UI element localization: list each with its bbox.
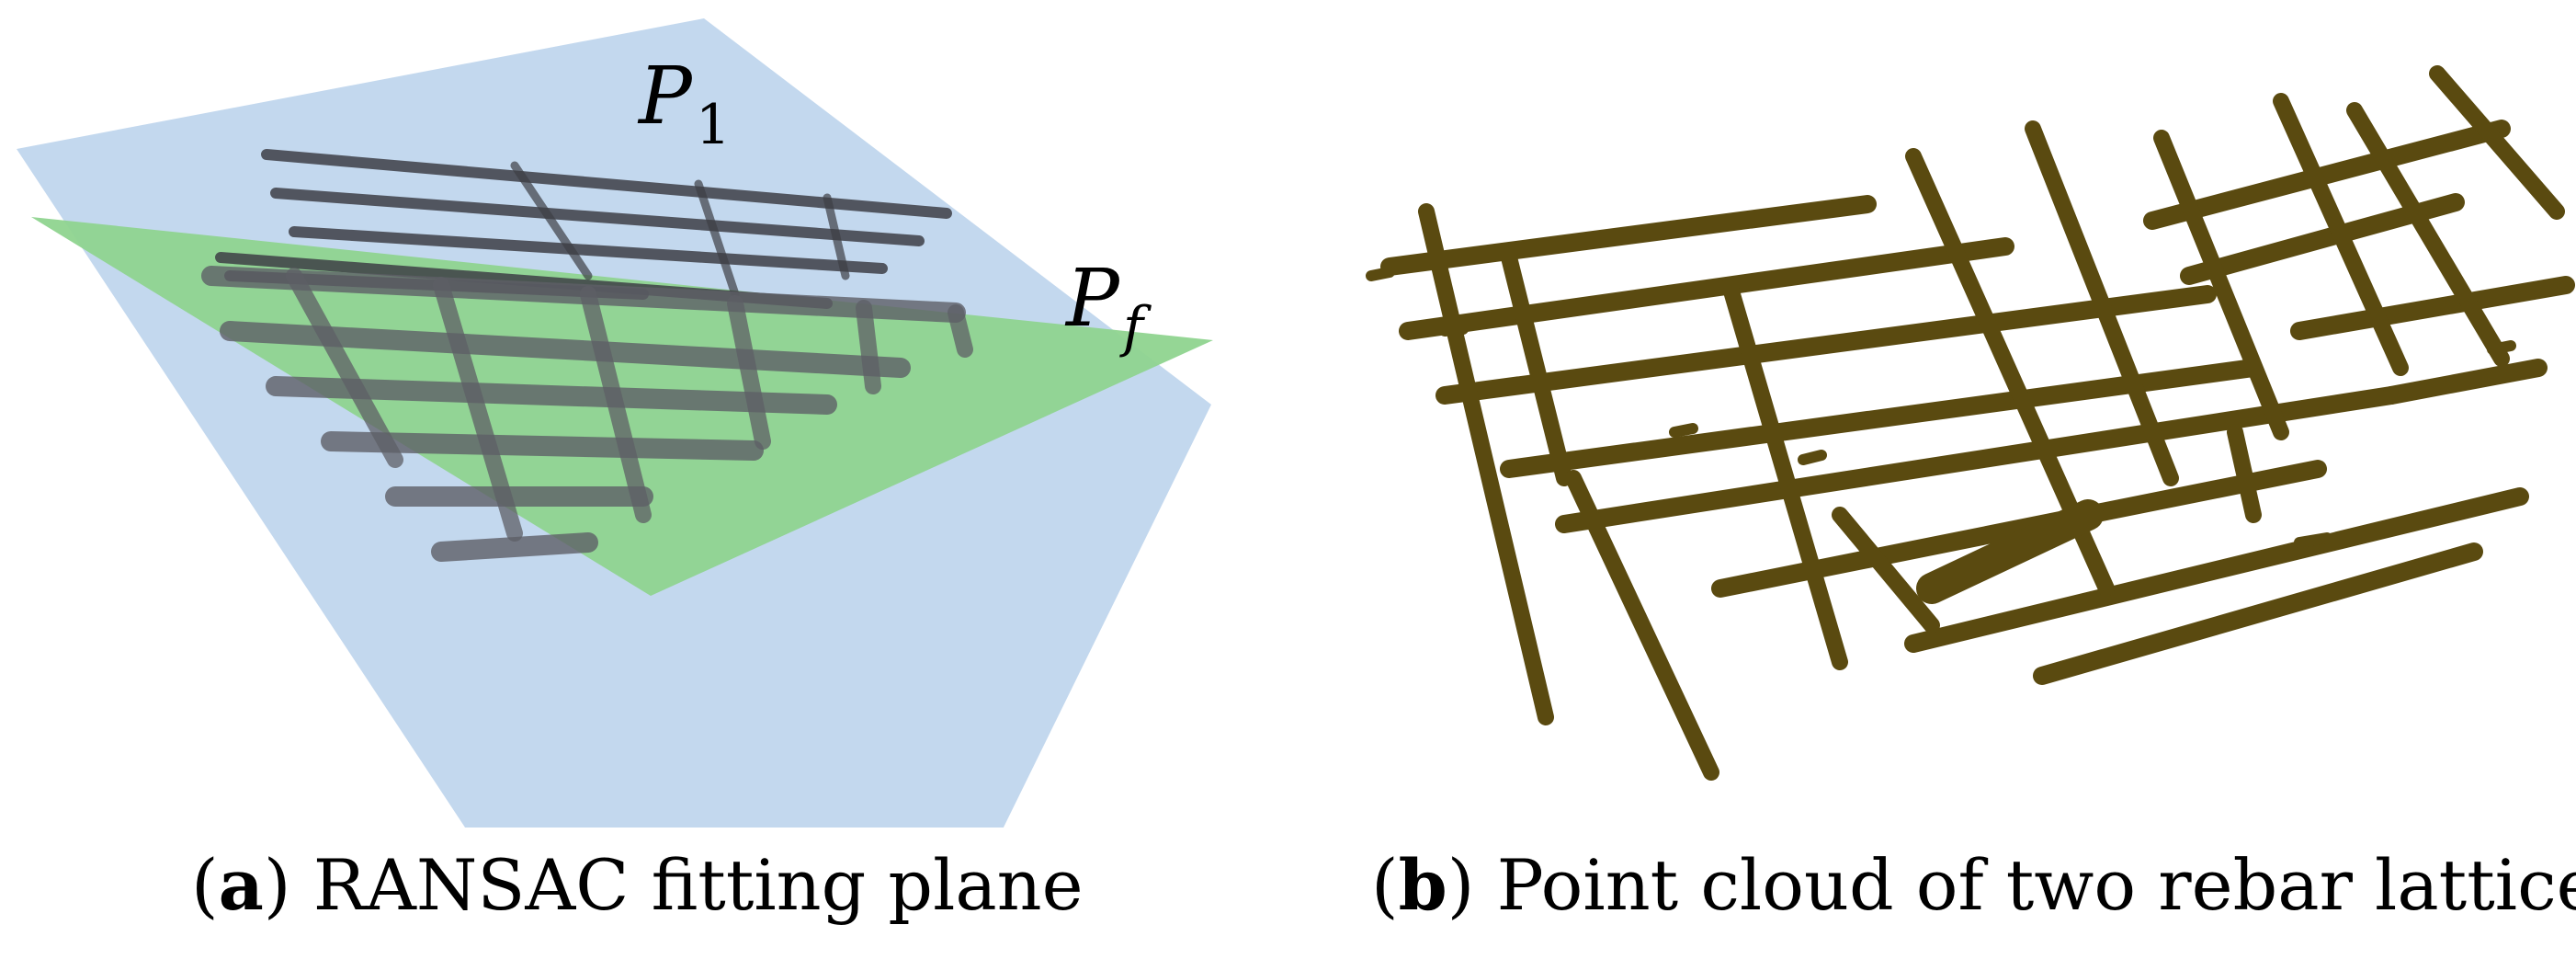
rebar-bar-vertical	[1418, 203, 1554, 725]
plane-pf-subscript: f	[1122, 295, 1144, 360]
rebar-bar-horizontal	[1399, 237, 2014, 340]
caption-a-letter: a	[218, 844, 264, 926]
upper-rebar-crossbar	[694, 179, 740, 299]
caption-a: (a) RANSAC fitting plane	[191, 851, 1084, 920]
rebar-bar-vertical	[2346, 102, 2510, 367]
lower-rebar-bar	[266, 376, 837, 415]
rebar-lattice-bars	[1366, 65, 2575, 781]
point-cloud-fragment	[1366, 267, 1395, 281]
panel-ransac-fitting-plane: P1 Pf (a) RANSAC fitting plane	[17, 18, 1213, 920]
lower-rebar-crossbar	[433, 277, 523, 542]
caption-b: (b) Point cloud of two rebar lattices	[1371, 851, 2576, 920]
plane-pf-symbol: P	[1066, 253, 1119, 345]
upper-rebar-crossbar	[823, 193, 850, 280]
plane-p1-subscript: 1	[695, 93, 732, 157]
lower-rebar-crossbar	[948, 304, 973, 358]
rebar-bar-vertical	[1565, 470, 1719, 781]
plane-pf-label: Pf	[1066, 259, 1143, 355]
caption-b-text: ) Point cloud of two rebar lattices	[1447, 844, 2576, 926]
plane-p1-symbol: P	[639, 51, 692, 143]
rebar-bar-vertical	[2429, 65, 2565, 220]
lower-rebar-crossbar	[286, 268, 403, 468]
lower-rebar-bar	[321, 431, 764, 461]
rebar-bar-horizontal	[2382, 359, 2548, 405]
point-cloud-fragment	[1439, 324, 1469, 337]
upper-rebar-bar	[270, 188, 925, 246]
rebar-bar-horizontal	[1555, 386, 2400, 533]
rebar-bar-vertical	[1832, 507, 1940, 634]
rebar-bar-vertical	[2153, 130, 2289, 440]
rebar-bar-horizontal	[2033, 542, 2483, 685]
lower-rebar-bar	[220, 321, 911, 378]
rebar-bar-horizontal	[1904, 487, 2529, 653]
rebar-node-cluster	[1916, 499, 2104, 604]
upper-rebar-crossbar	[510, 161, 593, 280]
lower-rebar-crossbar	[856, 300, 881, 394]
rebar-lattice-point-cloud	[1366, 65, 2575, 781]
caption-b-letter: b	[1398, 844, 1447, 926]
rebar-bar-vertical	[2227, 424, 2262, 523]
plane-p1-label: P1	[639, 57, 731, 153]
point-cloud-fragment	[2487, 340, 2516, 355]
rebar-bar-vertical	[2025, 120, 2179, 486]
rebar-bar-horizontal	[2290, 276, 2575, 340]
panel-point-cloud-rebar-lattices: (b) Point cloud of two rebar lattices	[1288, 0, 2576, 959]
point-cloud-fragment	[2294, 532, 2332, 548]
rebar-bar-horizontal	[1436, 285, 2217, 405]
caption-b-open: (	[1371, 844, 1399, 926]
rebar-bar-vertical	[1501, 249, 1572, 486]
rebar-point-cloud-mesh	[201, 149, 973, 562]
lower-rebar-bar	[431, 532, 598, 562]
lower-rebar-crossbar	[727, 295, 771, 450]
rebar-bar-vertical	[2273, 93, 2409, 376]
rebar-bar-horizontal	[2143, 120, 2511, 230]
caption-a-open: (	[191, 844, 219, 926]
upper-rebar-bar	[261, 149, 952, 219]
caption-a-text: ) RANSAC fitting plane	[263, 844, 1084, 926]
point-cloud-fragment	[1798, 450, 1827, 465]
rebar-bar-vertical	[1721, 277, 1848, 670]
upper-rebar-bar	[289, 226, 888, 274]
rebar-bar-horizontal	[1380, 195, 1877, 276]
ransac-plane-illustration	[17, 18, 1213, 828]
lower-rebar-crossbar	[580, 286, 652, 523]
point-cloud-fragment	[1669, 423, 1698, 438]
